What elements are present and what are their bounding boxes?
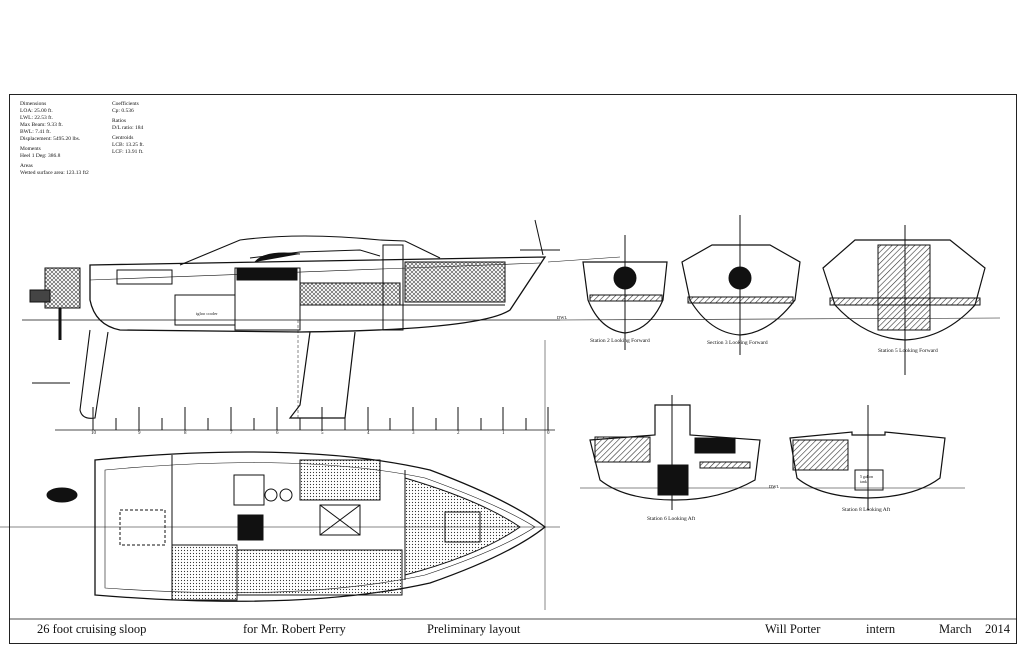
title-status: Preliminary layout	[427, 622, 521, 636]
title-designer: Will Porter	[765, 622, 821, 636]
title-year: 2014	[985, 622, 1010, 636]
station-number: 9	[138, 431, 141, 436]
station-number: 4	[367, 431, 370, 436]
station-number: 7	[230, 431, 233, 436]
station-number: 0	[547, 431, 550, 436]
outboard-motor	[29, 267, 81, 340]
section-station-3	[681, 215, 801, 355]
section-caption-station-3: Section 3 Looking Forward	[707, 340, 768, 346]
station-number: 1	[502, 431, 505, 436]
title-month: March	[939, 622, 972, 636]
moments-heading: Moments	[20, 146, 41, 152]
spec-line: LCB: 13.25 ft.	[112, 142, 145, 148]
spec-line: LCF: 13.91 ft.	[112, 149, 144, 155]
tank-label: 5 gallon tank	[860, 474, 873, 484]
section-caption-station-6: Station 6 Looking Aft	[647, 516, 696, 522]
title-role: intern	[866, 622, 896, 636]
coefficients-heading: Coefficients	[112, 101, 139, 107]
dimensions-heading: Dimensions	[20, 101, 47, 107]
specs-right: Coefficients Cp: 0.536 Ratios D/L ratio:…	[112, 101, 144, 156]
dwl-label: DWL	[557, 315, 568, 320]
specs-left: Dimensions LOA: 25.00 ft. LWL: 22.53 ft.…	[20, 101, 89, 177]
section-caption-station-5: Station 5 Looking Forward	[878, 348, 938, 354]
station-scale	[55, 407, 555, 431]
section-caption-station-2: Station 2 Looking Forward	[590, 338, 650, 344]
centroids-heading: Centroids	[112, 135, 134, 141]
section-station-6	[580, 395, 775, 510]
spec-line: Cp: 0.536	[112, 108, 134, 114]
igloo-cooler-label: igloo cooler	[196, 311, 218, 316]
spec-line: BWL: 7.41 ft.	[20, 129, 51, 135]
drawing-frame	[9, 94, 1017, 644]
spec-line: Max Beam: 9.33 ft.	[20, 122, 63, 128]
station-number: 10	[91, 431, 96, 436]
section-station-5	[822, 225, 986, 375]
plan-view	[0, 451, 560, 602]
station-number: 6	[276, 431, 279, 436]
station-number: 5	[321, 431, 324, 436]
profile-view	[22, 219, 1001, 610]
spec-line: Heel 1 Deg: 386.8	[20, 153, 61, 159]
station-number: 8	[184, 431, 187, 436]
section-station-2	[582, 235, 668, 350]
areas-heading: Areas	[20, 163, 33, 169]
spec-line: LOA: 25.00 ft.	[20, 108, 53, 114]
title-project: 26 foot cruising sloop	[37, 622, 147, 636]
spec-line: Displacement: 5495.20 lbs.	[20, 136, 81, 142]
station-number: 2	[457, 431, 460, 436]
section-station-8	[780, 405, 965, 510]
spec-line: LWL: 22.53 ft.	[20, 115, 53, 121]
ratios-heading: Ratios	[112, 118, 127, 124]
spec-line: D/L ratio: 184	[112, 125, 144, 131]
title-client: for Mr. Robert Perry	[243, 622, 346, 636]
section-caption-station-8: Station 8 Looking Aft	[842, 507, 891, 513]
station-number: 3	[412, 431, 415, 436]
dwl-label-aft: DWL	[769, 484, 780, 489]
spec-line: Wetted surface area: 123.13 ft2	[20, 170, 89, 176]
